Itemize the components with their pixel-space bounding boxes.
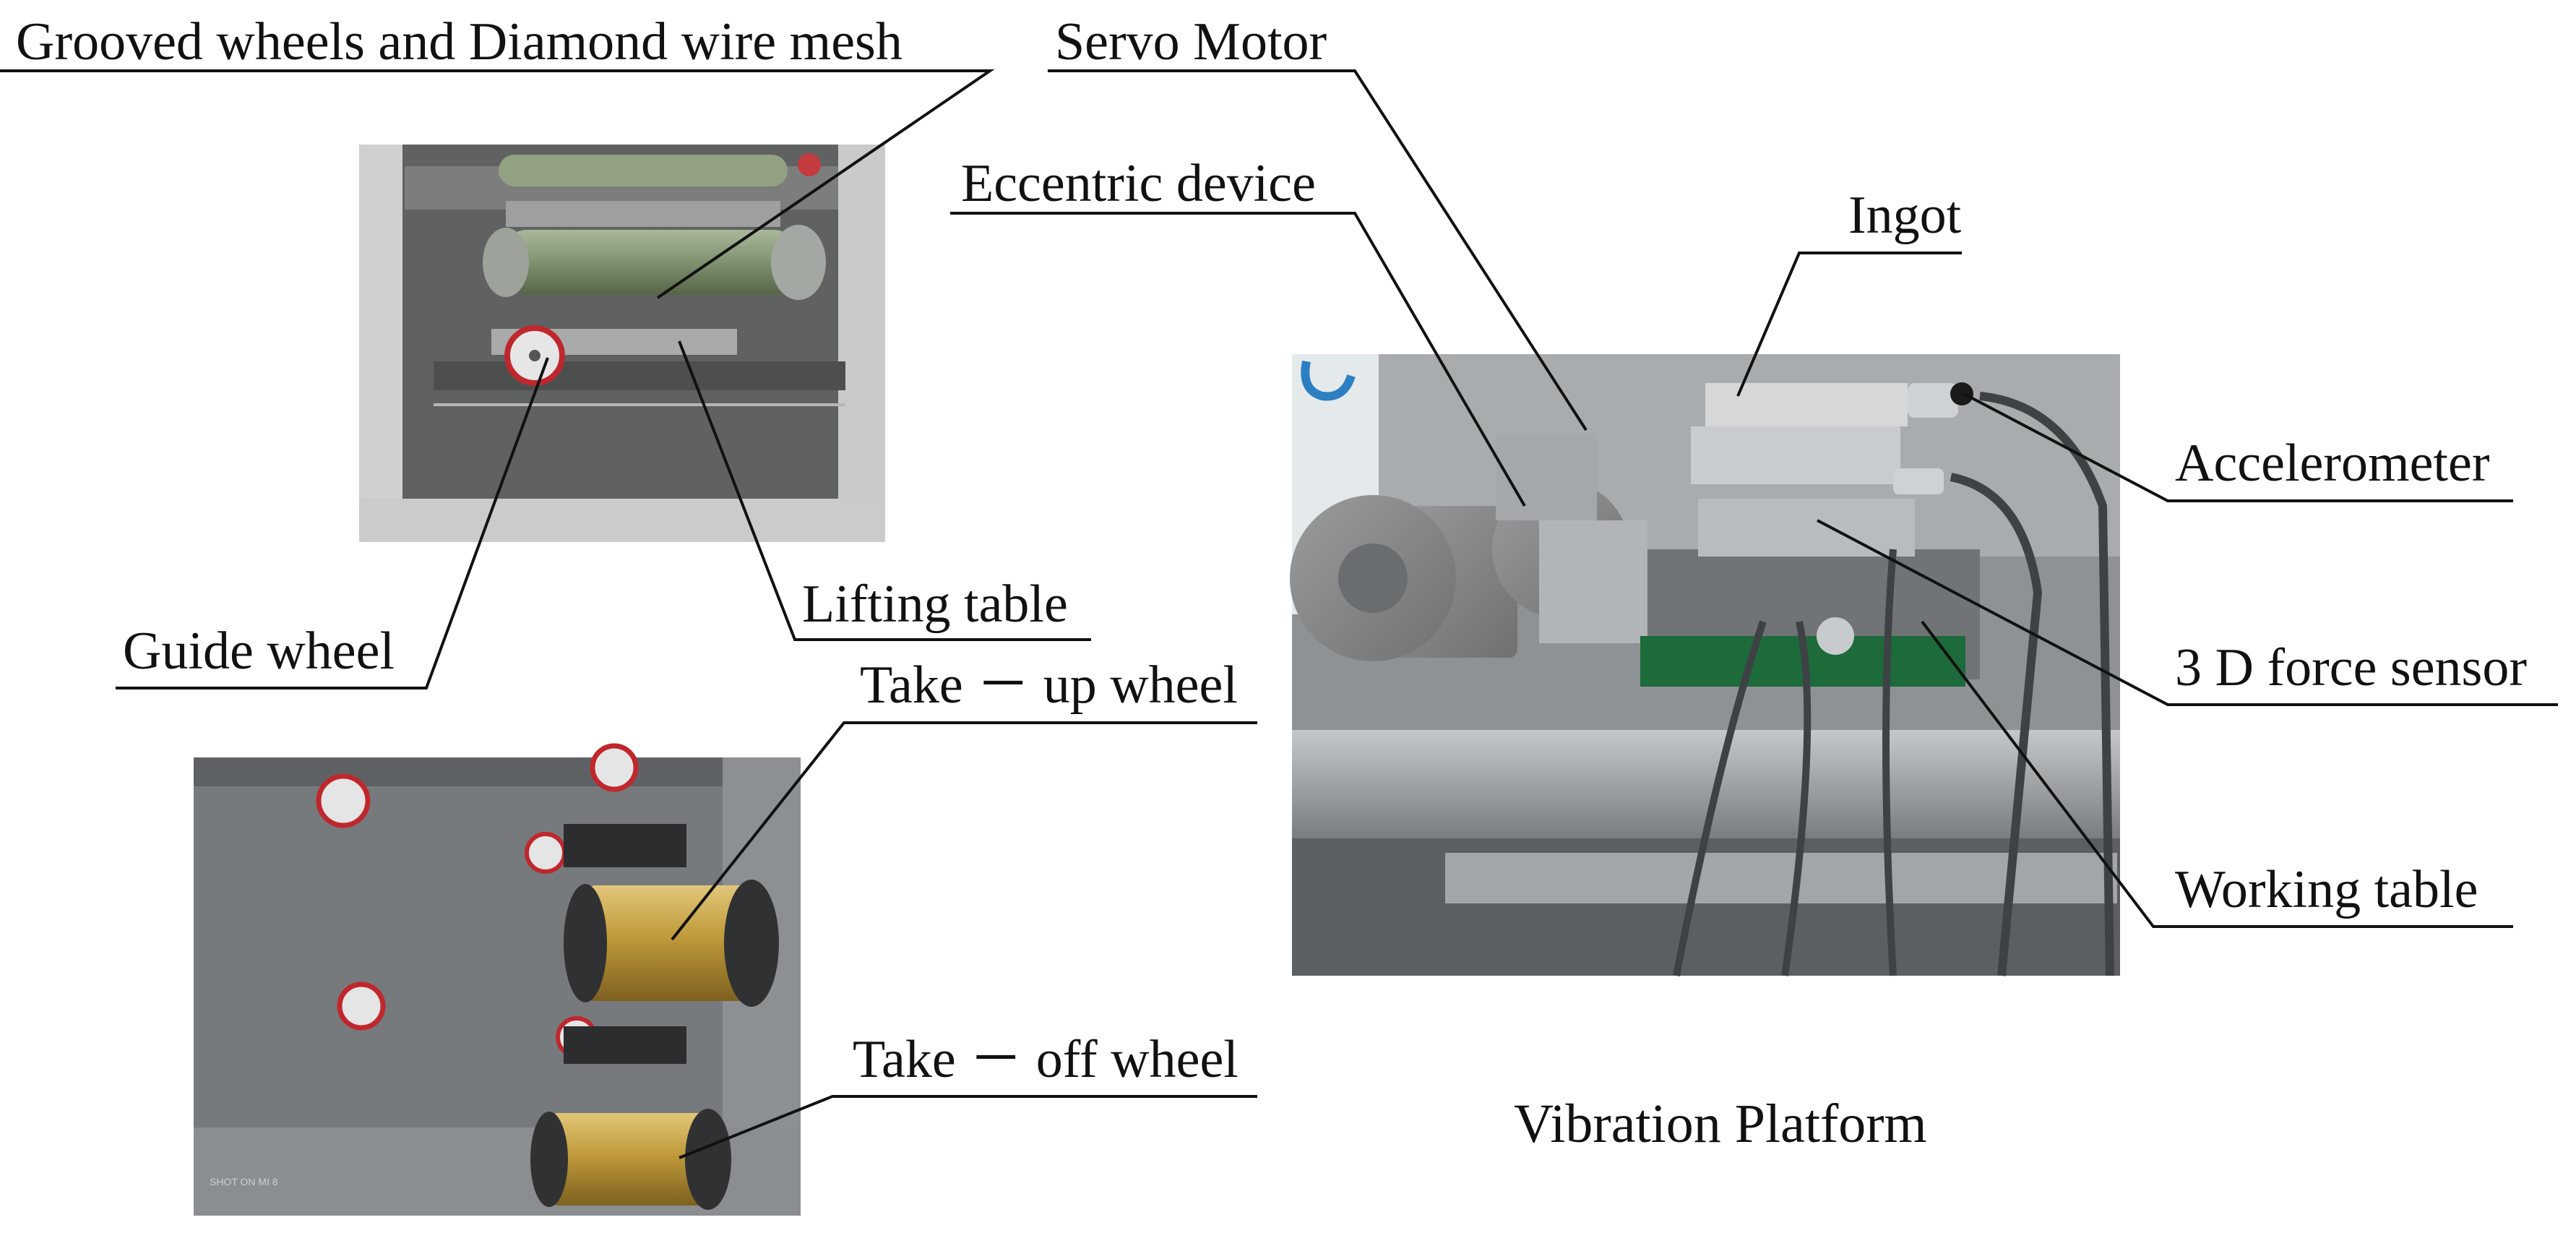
labels: Grooved wheels and Diamond wire mesh Ser…: [16, 12, 2527, 1154]
label-lifting-table: Lifting table: [802, 575, 1068, 634]
leader-take-up: [671, 721, 1257, 941]
label-take-off-wheel: Take － off wheel: [853, 1030, 1239, 1089]
label-servo-motor: Servo Motor: [1055, 12, 1327, 72]
leader-force: [1817, 519, 2558, 706]
leader-take-off: [679, 1095, 1257, 1159]
label-3d-force-sensor: 3 D force sensor: [2175, 638, 2527, 697]
guide-wheel-icon: [504, 325, 565, 386]
take-up-spool-icon: [564, 880, 779, 1007]
grooved-roller-front: [499, 230, 802, 295]
leader-ingot: [1736, 252, 1962, 397]
photo-grooved-wheels: [359, 145, 885, 542]
leader-eccentric: [950, 212, 1526, 507]
leader-accelerometer: [1963, 392, 2513, 502]
leader-guide: [116, 357, 549, 689]
leader-lines: [0, 69, 2558, 1159]
photo-vibration-platform: [1290, 354, 2120, 976]
label-grooved-wheels: Grooved wheels and Diamond wire mesh: [16, 12, 903, 72]
label-accelerometer: Accelerometer: [2175, 434, 2489, 493]
label-working-table: Working table: [2175, 860, 2478, 919]
leader-lifting: [678, 340, 1091, 641]
caption-vibration-platform: Vibration Platform: [1514, 1094, 1927, 1154]
take-off-spool-icon: [530, 1109, 731, 1210]
grooved-roller-back: [499, 155, 788, 186]
leader-grooved: [0, 69, 995, 299]
leader-working: [1921, 620, 2513, 928]
label-ingot: Ingot: [1848, 186, 1962, 245]
leader-servo: [1048, 69, 1588, 431]
photo-take-wheels: SHOT ON MI 8: [194, 743, 801, 1216]
watermark-text: SHOT ON MI 8: [210, 1176, 278, 1187]
label-guide-wheel: Guide wheel: [123, 622, 395, 681]
label-eccentric-device: Eccentric device: [961, 154, 1316, 213]
label-take-up-wheel: Take － up wheel: [860, 656, 1238, 715]
